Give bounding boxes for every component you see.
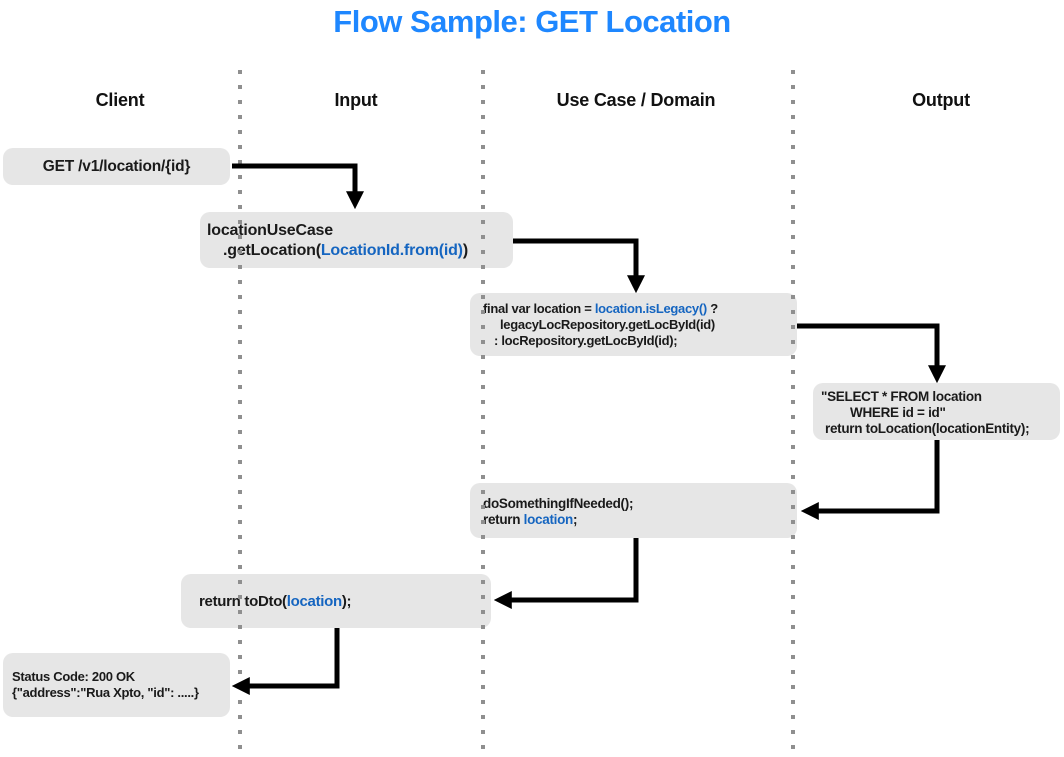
lane-header-output: Output	[912, 90, 970, 110]
lane-header-client: Client	[95, 90, 145, 110]
node-client-response: Status Code: 200 OK {"address":"Rua Xpto…	[3, 653, 230, 717]
page-title: Flow Sample: GET Location	[333, 4, 731, 39]
arrow-input-to-client	[231, 628, 340, 695]
domain-logic-line3: : locRepository.getLocById(id);	[494, 333, 678, 348]
domain-return-line1: doSomethingIfNeeded();	[483, 496, 634, 511]
client-request-text: GET /v1/location/{id}	[42, 157, 191, 175]
arrow-client-to-input	[232, 163, 364, 210]
code-ref-islegacy: location.isLegacy()	[594, 301, 707, 316]
code-ref-location: location	[286, 592, 342, 610]
domain-logic-line2: legacyLocRepository.getLocById(id)	[500, 317, 715, 332]
node-client-request: GET /v1/location/{id}	[3, 148, 230, 185]
lane-separator-input-usecase	[481, 70, 485, 757]
output-query-line3: return toLocation(locationEntity);	[825, 421, 1030, 436]
code-ref-location: location	[523, 512, 574, 527]
lane-separator-client-input	[238, 70, 242, 757]
node-usecase-call: locationUseCase .getLocation(LocationId.…	[200, 212, 513, 268]
domain-logic-line1: final var location = location.isLegacy()…	[483, 301, 718, 316]
input-return-line: return toDto(location);	[199, 592, 352, 610]
arrow-input-to-domain	[513, 238, 645, 294]
output-query-line2: WHERE id = id"	[850, 405, 946, 420]
usecase-call-line1: locationUseCase	[207, 222, 333, 239]
node-domain-logic: final var location = location.isLegacy()…	[470, 293, 797, 356]
output-query-line1: "SELECT * FROM location	[821, 389, 982, 404]
usecase-call-line2: .getLocation(LocationId.from(id))	[223, 242, 468, 259]
arrow-domain-to-output	[797, 323, 946, 384]
lane-header-input: Input	[334, 90, 378, 110]
node-input-return: return toDto(location);	[181, 574, 491, 628]
arrow-domain-to-input	[493, 538, 639, 609]
lane-header-usecase-domain: Use Case / Domain	[556, 90, 716, 110]
arrow-output-to-domain	[800, 440, 940, 520]
node-output-query: "SELECT * FROM location WHERE id = id" r…	[813, 383, 1060, 440]
client-response-line1: Status Code: 200 OK	[12, 669, 135, 684]
lane-separator-usecase-output	[791, 70, 795, 757]
node-domain-return: doSomethingIfNeeded(); return location;	[470, 483, 797, 538]
client-response-line2: {"address":"Rua Xpto, "id": .....}	[12, 685, 199, 700]
domain-return-line2: return location;	[483, 512, 578, 527]
code-ref-locationid-from: LocationId.from(id)	[320, 242, 463, 259]
